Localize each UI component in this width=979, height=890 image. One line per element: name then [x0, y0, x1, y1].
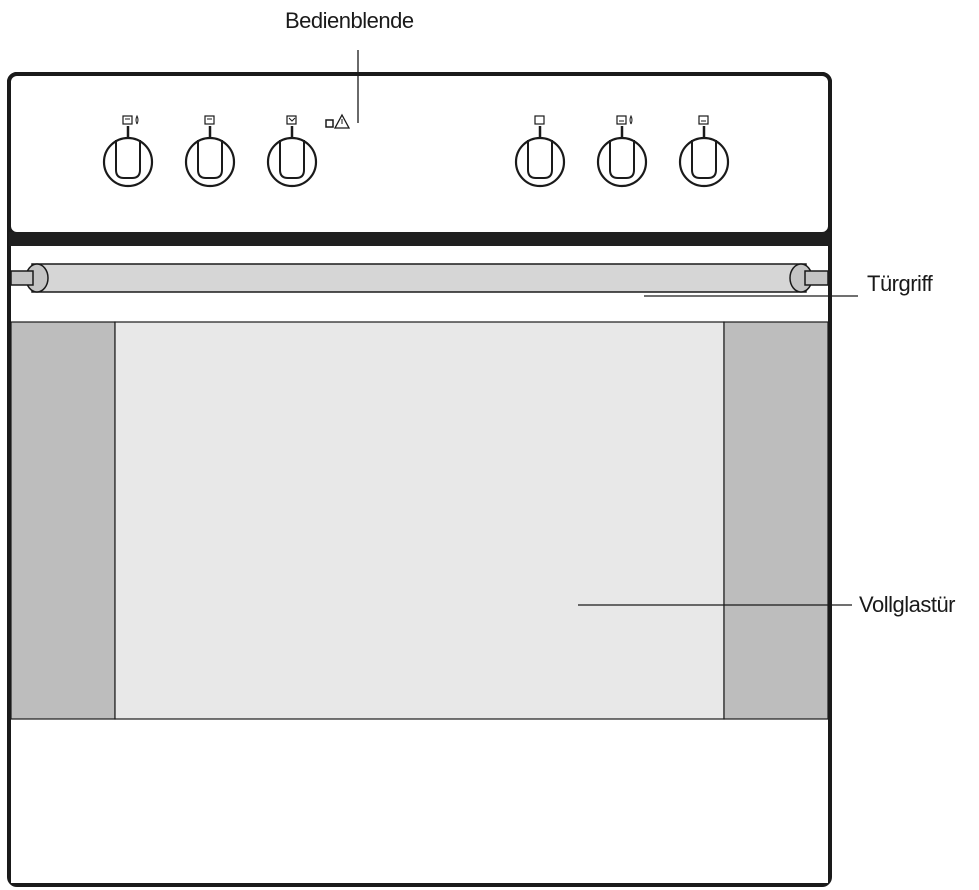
knob-grip [609, 140, 635, 179]
top-heat-flame-icon [122, 114, 139, 125]
handle-bar[interactable] [31, 263, 807, 293]
door-handle[interactable] [10, 263, 829, 293]
handle-mount-left [10, 270, 34, 286]
oven-door [10, 248, 829, 883]
oven-off-icon [534, 115, 545, 125]
label-tuergriff: Türgriff [867, 271, 933, 296]
knob-grip [691, 140, 717, 179]
knob-left-1[interactable] [102, 114, 154, 188]
glass-center [114, 321, 725, 720]
knob-grip [115, 140, 141, 179]
label-vollglastuer: Vollglastür [859, 592, 956, 617]
control-panel [7, 72, 832, 246]
knob-right-2[interactable] [596, 114, 648, 188]
top-heat-icon [204, 115, 215, 125]
knob-grip [197, 140, 223, 179]
grill-icon [286, 115, 297, 125]
indicator-lights [325, 113, 351, 129]
knob-left-3[interactable] [266, 115, 318, 188]
bottom-heat-flame-icon [616, 114, 633, 125]
glass-door [10, 321, 829, 720]
knob-left-2[interactable] [184, 115, 236, 188]
knob-right-3[interactable] [678, 115, 730, 188]
handle-mount-right [804, 270, 829, 286]
knob-grip [279, 140, 305, 179]
panel-door-separator [9, 232, 830, 246]
warning-triangle-icon [333, 113, 351, 129]
bottom-heat-icon [698, 115, 709, 125]
label-bedienblende: Bedienblende [285, 8, 414, 33]
knob-group [102, 114, 730, 188]
indicator-square-icon [325, 119, 334, 128]
glass-side-left [10, 321, 116, 720]
knob-right-1[interactable] [514, 115, 566, 188]
glass-side-right [723, 321, 829, 720]
knob-grip [527, 140, 553, 179]
